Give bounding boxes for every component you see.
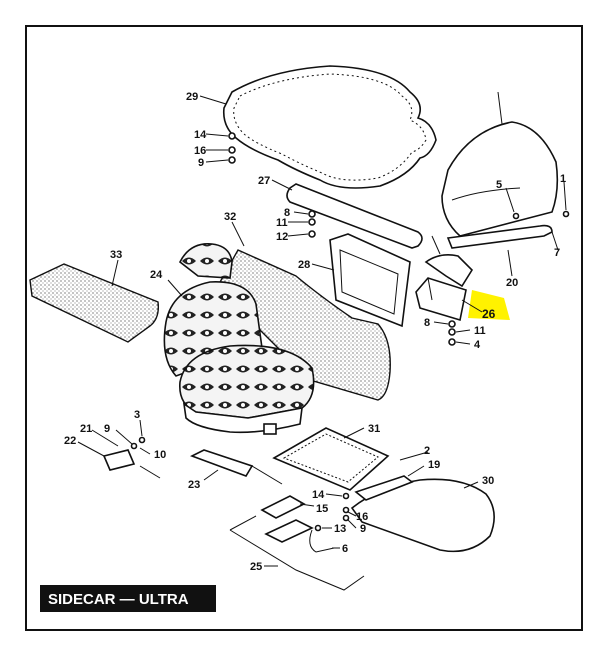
part-29-seat-panel [272,427,390,491]
callout-11: 11 [276,217,288,229]
callout-20: 22 [64,435,76,447]
part-24-box [415,277,467,322]
part-21-slide-rail [189,449,283,485]
part-23-group-outline [229,515,365,591]
hardware-fasteners [130,132,570,532]
callout-4: 4 [474,339,481,351]
callout-15: 15 [316,503,328,515]
part-25-bolster [271,179,423,249]
callout-19: 21 [80,423,92,435]
callout-11b: 11 [474,325,486,337]
part-20-plate [77,429,161,479]
callout-21: 23 [188,479,200,491]
callout-10: 10 [154,449,166,461]
part-30-body-tub [209,221,391,401]
caption-title: SIDECAR — ULTRA [48,591,189,608]
callout-9b: 9 [104,423,110,435]
part-33-windshield [441,91,559,237]
callout-28: 30 [482,475,494,487]
callout-9: 9 [198,157,204,169]
part-15-pad [260,495,315,543]
part-18-trim-strip [446,224,553,277]
callout-16b: 16 [356,511,368,523]
leader-lines [115,133,567,529]
callout-25: 27 [258,175,270,187]
callout-3: 3 [134,409,140,421]
callout-26: 28 [298,259,310,271]
callout-22: 24 [150,269,163,281]
part-31-floor-mat [29,259,160,343]
part-17-strip [354,465,425,501]
part-6-hook [309,529,340,553]
callout-8b: 8 [424,317,430,329]
callout-14b: 14 [312,489,325,501]
callout-27: 29 [186,91,198,103]
callout-13: 13 [334,523,346,535]
callout-8: 8 [284,207,290,219]
part-32-bracket [424,235,474,288]
callout-23: 25 [250,561,262,573]
callout-30: 32 [224,211,236,223]
callout-14: 14 [194,129,207,141]
callout-9c: 9 [360,523,366,535]
callout-12: 12 [276,231,288,243]
callout-7: 7 [554,247,560,259]
callout-29: 31 [368,423,380,435]
callout-labels: 29 14 16 9 27 8 11 12 32 28 5 1 7 20 26 … [64,91,566,573]
highlight-marker [468,290,510,320]
callout-24: 26 [482,307,496,321]
diagram-frame [25,25,583,631]
part-27-tonneau-cover [199,65,437,189]
callout-6: 6 [342,543,348,555]
caption-block: SIDECAR — ULTRA [40,585,216,612]
part-26-side-panel [311,233,411,328]
callout-1: 1 [560,173,566,185]
callout-5: 5 [496,179,502,191]
callout-31: 33 [110,249,122,261]
part-22-seat [163,243,315,435]
callout-18: 20 [506,277,518,289]
callout-16: 16 [194,145,206,157]
callout-2: 2 [424,445,430,457]
callout-17: 19 [428,459,440,471]
